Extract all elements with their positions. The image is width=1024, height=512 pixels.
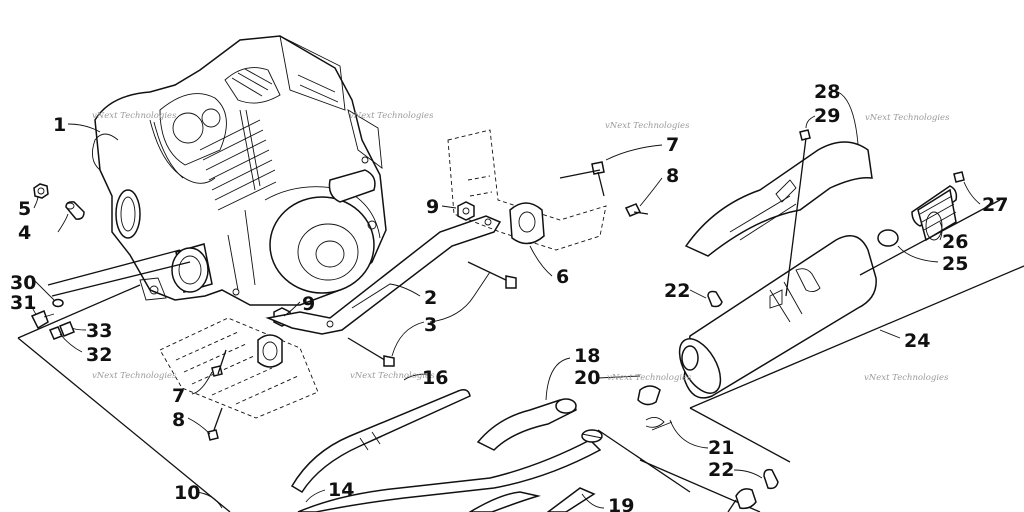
callout-24: 24 [904, 330, 930, 352]
callout-21: 21 [708, 437, 734, 459]
callout-28: 28 [814, 81, 840, 103]
callout-20: 20 [574, 367, 600, 389]
callout-10: 10 [174, 482, 200, 504]
callout-26: 26 [942, 231, 968, 253]
callout-31: 31 [10, 292, 36, 314]
leader-lines [29, 91, 981, 509]
callout-33: 33 [86, 320, 112, 342]
callout-2: 2 [424, 287, 437, 309]
watermark-text: vNext Technologies [350, 371, 435, 381]
upper-heat-plate [447, 129, 649, 251]
watermark-text: vNext Technologies [92, 111, 177, 121]
callout-30: 30 [10, 272, 36, 294]
callout-16: 16 [422, 367, 448, 389]
callout-29: 29 [814, 105, 840, 127]
callout-25: 25 [942, 253, 968, 275]
muffler-assembly [678, 129, 1024, 463]
callout-1: 1 [53, 114, 66, 136]
callout-6: 6 [556, 266, 569, 288]
callout-8: 8 [666, 165, 679, 187]
watermark-text: vNext Technologies [864, 373, 949, 383]
watermark-text: vNext Technologies [349, 111, 434, 121]
callout-9: 9 [302, 293, 315, 315]
callout-7: 7 [666, 134, 679, 156]
callout-9: 9 [426, 196, 439, 218]
exhaust-bracket [265, 215, 517, 367]
watermarks: vNext Technologies vNext Technologies vN… [92, 111, 950, 383]
watermark-text: vNext Technologies [605, 121, 690, 131]
lower-right-parts [637, 385, 779, 512]
callout-22: 22 [708, 459, 734, 481]
callout-22: 22 [664, 280, 690, 302]
callout-7: 7 [172, 385, 185, 407]
watermark-text: vNext Technologies [607, 373, 692, 383]
engine-assembly [91, 35, 387, 306]
exhaust-pipes [290, 389, 761, 512]
watermark-text: vNext Technologies [865, 113, 950, 123]
callout-8: 8 [172, 409, 185, 431]
callout-5: 5 [18, 198, 31, 220]
callout-19: 19 [608, 495, 634, 512]
callout-labels: 1 5 4 30 31 33 32 9 7 8 2 3 16 10 14 9 7… [10, 81, 1008, 512]
callout-14: 14 [328, 479, 354, 501]
callout-18: 18 [574, 345, 600, 367]
watermark-text: vNext Technologies [92, 371, 177, 381]
callout-3: 3 [424, 314, 437, 336]
callout-32: 32 [86, 344, 112, 366]
callout-27: 27 [982, 194, 1008, 216]
callout-4: 4 [18, 222, 31, 244]
